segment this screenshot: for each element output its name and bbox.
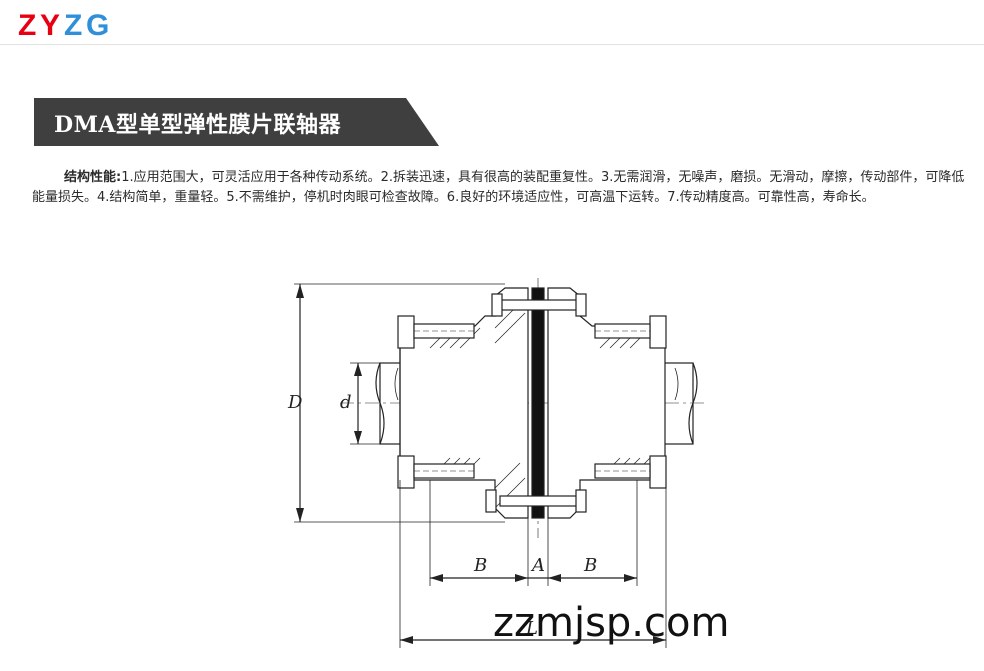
dim-label-d: d	[340, 392, 352, 413]
intro-text: 1.应用范围大，可灵活应用于各种传动系统。2.拆装迅速，具有很高的装配重复性。3…	[32, 170, 965, 205]
dim-label-D: D	[287, 392, 303, 413]
header-divider	[0, 44, 984, 45]
intro-paragraph: 结构性能:1.应用范围大，可灵活应用于各种传动系统。2.拆装迅速，具有很高的装配…	[32, 168, 972, 208]
dim-label-B-right: B	[583, 555, 597, 576]
svg-text:Y: Y	[40, 9, 60, 42]
dim-label-A: A	[530, 555, 545, 576]
page-title: DMA型单型弹性膜片联轴器	[54, 112, 342, 138]
svg-text:Z: Z	[18, 9, 36, 42]
svg-text:G: G	[86, 9, 109, 42]
intro-label: 结构性能:	[64, 170, 122, 185]
brand-logo: Z Y Z G	[18, 9, 109, 42]
title-banner: DMA型单型弹性膜片联轴器	[34, 98, 439, 146]
svg-text:Z: Z	[64, 9, 82, 42]
coupling-drawing: D d B A B L	[287, 278, 705, 648]
dim-label-L: L	[525, 618, 538, 639]
watermark: zzmjsp.com	[493, 600, 730, 646]
dim-label-B-left: B	[473, 555, 487, 576]
